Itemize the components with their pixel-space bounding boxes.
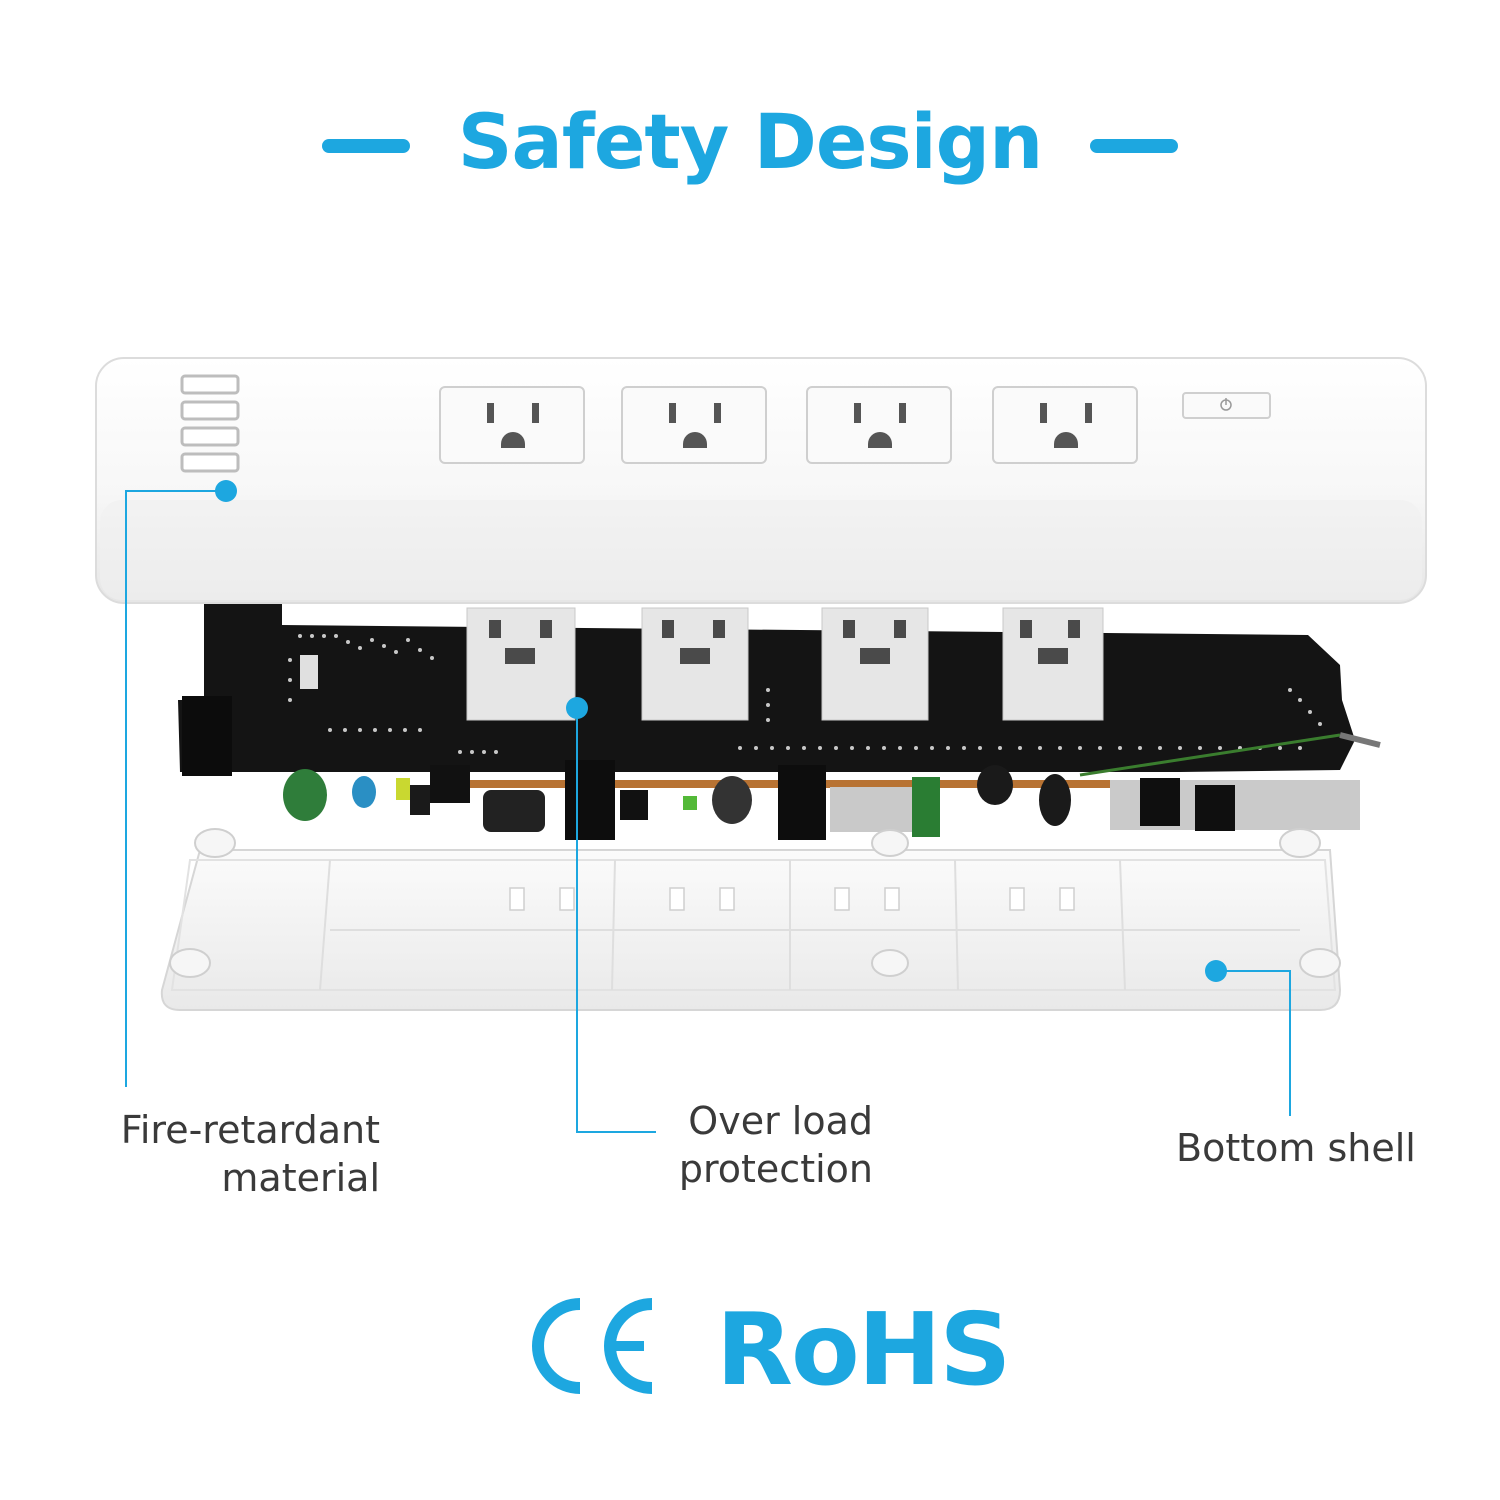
callout-shell-line1: Bottom shell	[1176, 1126, 1416, 1170]
title-dash-right	[1090, 139, 1178, 153]
circuit-board	[178, 604, 1381, 840]
ce-mark-logo: CE	[532, 1298, 653, 1394]
callout-fire-retardant-material: Fire-retardant material	[121, 1106, 380, 1202]
ac-outlets	[439, 386, 1138, 464]
callout-bottom-shell: Bottom shell	[1176, 1124, 1416, 1172]
power-button-icon	[1182, 392, 1271, 419]
title-dash-left	[322, 139, 410, 153]
outlet-1-icon	[439, 386, 585, 464]
callout-load-line2: protection	[678, 1147, 873, 1191]
callout-load-line1: Over load	[688, 1099, 873, 1143]
callout-fire-line2: material	[221, 1156, 380, 1200]
callout-over-load-protection: Over load protection	[679, 1097, 873, 1193]
bottom-shell	[160, 828, 1342, 1011]
outlet-4-icon	[992, 386, 1138, 464]
callout-dots	[215, 480, 1227, 982]
page-title: Safety Design	[457, 97, 1043, 186]
top-shell	[95, 357, 1427, 604]
callout-fire-line1: Fire-retardant	[120, 1108, 380, 1152]
callout-pointers	[125, 490, 1291, 1133]
usb-ports	[180, 374, 240, 473]
rohs-logo: RoHS	[716, 1291, 1011, 1408]
outlet-2-icon	[621, 386, 767, 464]
outlet-3-icon	[806, 386, 952, 464]
